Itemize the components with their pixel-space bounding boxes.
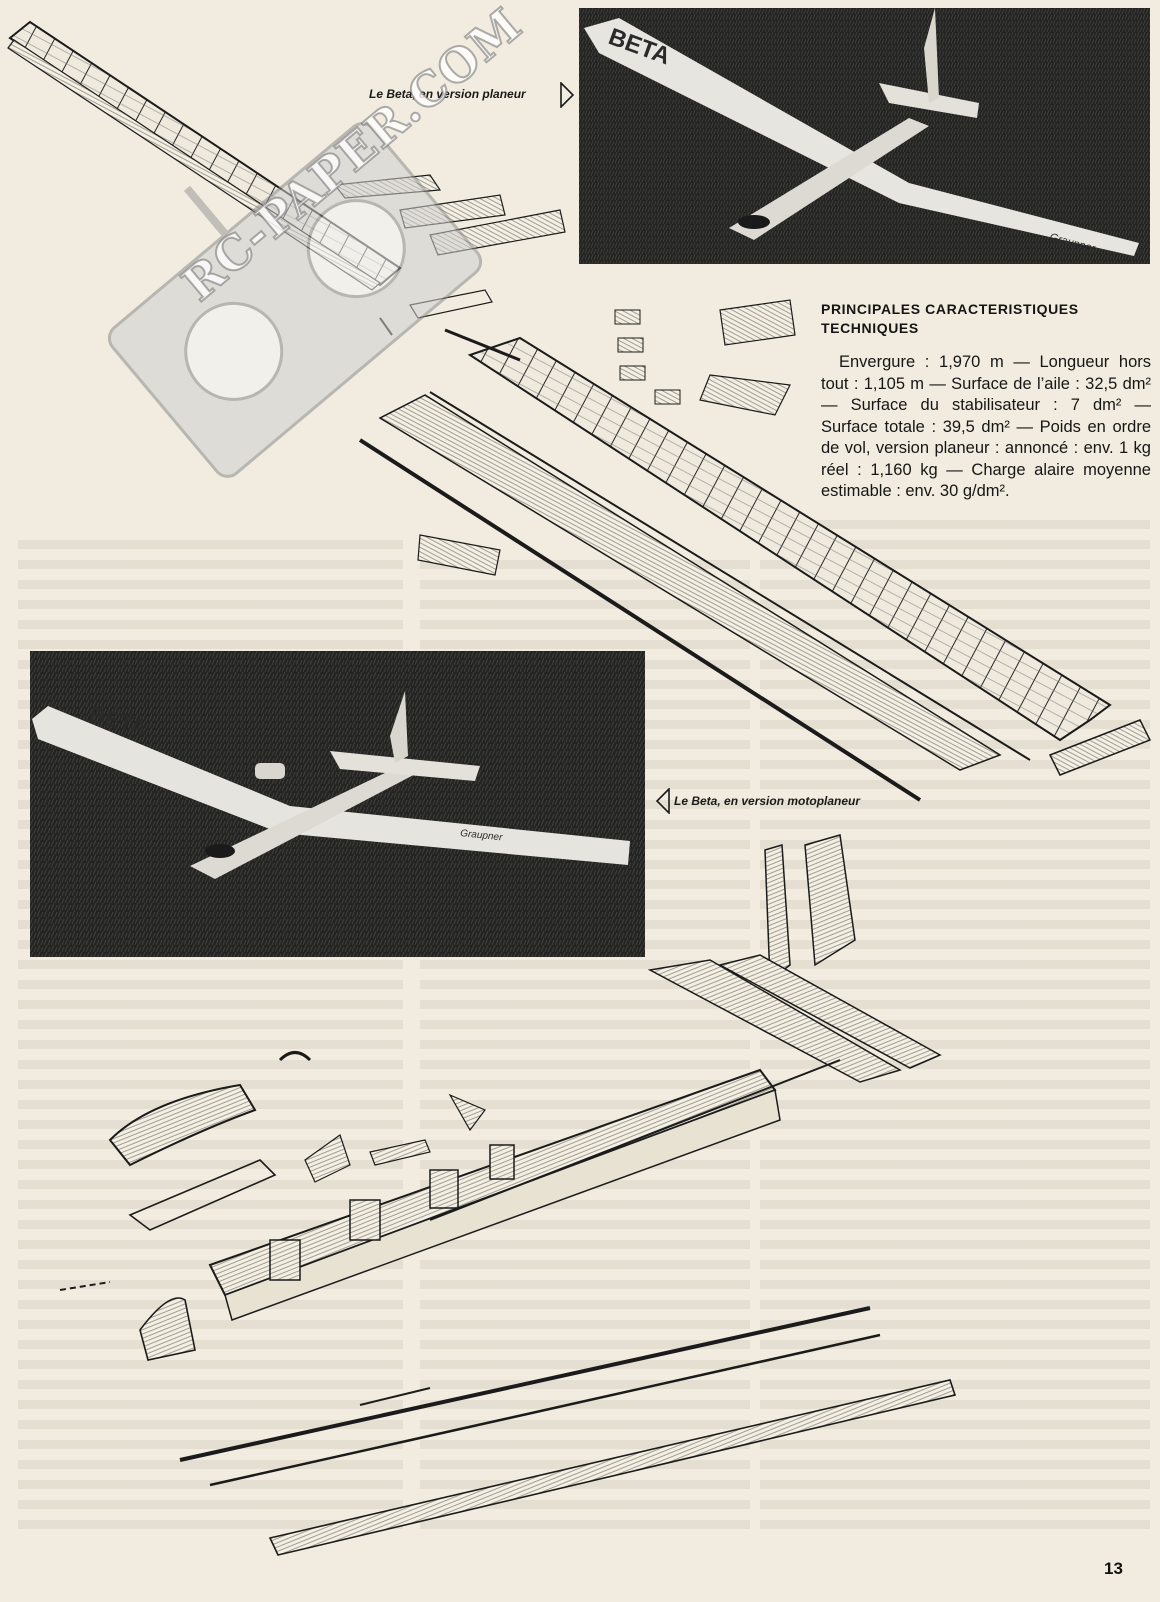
page-number: 13 — [1104, 1559, 1123, 1578]
caption-glider: Le Beta, en version planeur — [369, 87, 526, 101]
caption-motorglider-arrow-icon — [656, 788, 670, 814]
caption-motorglider: Le Beta, en version motoplaneur — [674, 794, 860, 808]
specs-body: Envergure : 1,970 m — Longueur hors tout… — [821, 353, 1151, 500]
caption-glider-text: Le Beta, en version planeur — [369, 87, 526, 101]
photo-motorglider: BETA Graupner — [30, 651, 645, 957]
drawing-wing-exploded — [7, 20, 1152, 802]
photo-glider: BETA Graupner — [579, 8, 1150, 264]
caption-motorglider-text: Le Beta, en version motoplaneur — [674, 794, 861, 808]
specs-title: PRINCIPALES CARACTERISTIQUES TECHNIQUES — [821, 301, 1079, 336]
photo2-brand-marking: Graupner — [460, 828, 504, 843]
caption-glider-arrow-icon — [560, 82, 574, 108]
drawing-fuselage-exploded — [0, 820, 1160, 1560]
